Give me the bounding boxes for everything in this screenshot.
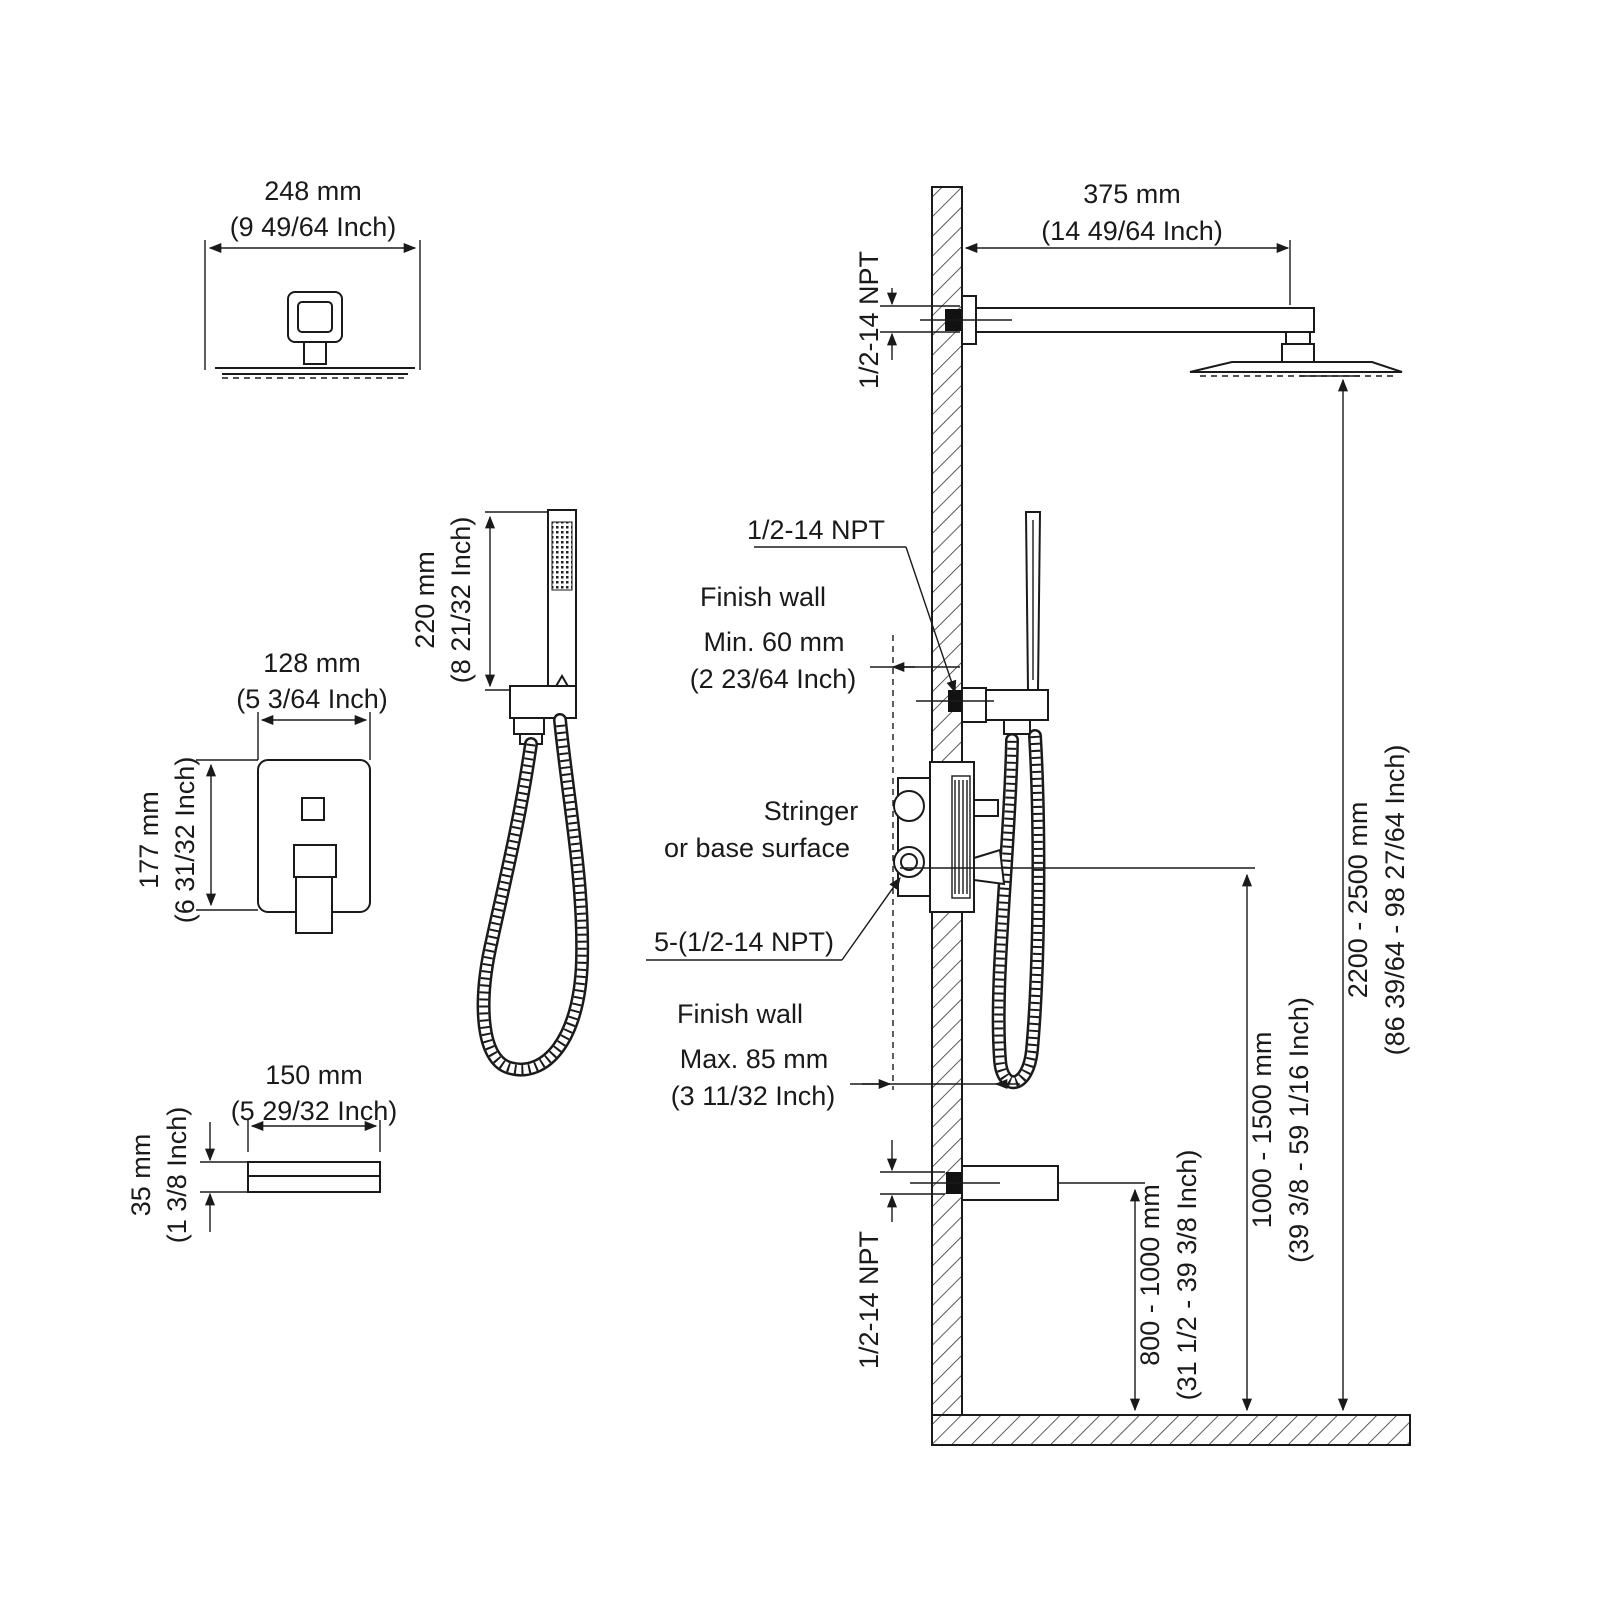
finish-wall-max-inch: (3 11/32 Inch) — [671, 1081, 836, 1111]
hand-shower-side-view: 220 mm (8 21/32 Inch) — [410, 509, 590, 1077]
npt-arm-label: 1/2-14 NPT — [854, 251, 884, 389]
valve-height-range-inch: (39 3/8 - 59 1/16 Inch) — [1284, 997, 1314, 1263]
shower-head-width-mm: 248 mm — [264, 176, 362, 206]
wall-outlet-and-hand-shower: 1/2-14 NPT Finish wall Min. 60 mm (2 23/… — [690, 511, 1049, 1089]
shower-head-height-range-inch: (86 39/64 - 98 27/64 Inch) — [1380, 745, 1410, 1056]
finish-wall-min-value: Min. 60 mm — [703, 627, 844, 657]
valve-trim-height-mm: 177 mm — [134, 791, 164, 889]
spout-length-mm: 150 mm — [265, 1060, 363, 1090]
npt-valve-label: 5-(1/2-14 NPT) — [654, 927, 834, 957]
finish-wall-min-inch: (2 23/64 Inch) — [690, 664, 857, 694]
hand-shower-length-inch: (8 21/32 Inch) — [446, 517, 476, 684]
shower-head-height-range-mm: 2200 - 2500 mm — [1343, 802, 1373, 999]
shower-head-front-view: 248 mm (9 49/64 Inch) — [204, 176, 421, 379]
shower-arm-length-inch: (14 49/64 Inch) — [1041, 216, 1223, 246]
stringer-label-line2: or base surface — [664, 833, 850, 863]
spout-height-inch: (1 3/8 Inch) — [162, 1107, 192, 1244]
finish-wall-max-title: Finish wall — [677, 999, 803, 1029]
npt-outlet-label: 1/2-14 NPT — [747, 515, 885, 545]
hand-shower-length-mm: 220 mm — [410, 551, 440, 649]
valve-trim-height-inch: (6 31/32 Inch) — [170, 757, 200, 924]
finish-wall-min-title: Finish wall — [700, 582, 826, 612]
spout-height-range-mm: 800 - 1000 mm — [1135, 1184, 1165, 1366]
shower-arm-length-mm: 375 mm — [1083, 179, 1181, 209]
height-dimensions: 800 - 1000 mm (31 1/2 - 39 3/8 Inch) 100… — [1129, 378, 1410, 1412]
valve-trim-front-view: 128 mm (5 3/64 Inch) 177 mm (6 31/32 Inc… — [134, 648, 388, 934]
valve-height-range-mm: 1000 - 1500 mm — [1247, 1032, 1277, 1229]
finish-wall-max-callout: Finish wall Max. 85 mm (3 11/32 Inch) — [671, 999, 1020, 1111]
shower-arm-assembly: 375 mm (14 49/64 Inch) 1/2-14 NPT — [854, 179, 1403, 389]
diverter-valve-body: Stringer or base surface 5-(1/2-14 NPT) — [646, 761, 1255, 961]
spout-length-inch: (5 29/32 Inch) — [231, 1096, 398, 1126]
spout-height-mm: 35 mm — [126, 1134, 156, 1217]
finish-wall-max-value: Max. 85 mm — [680, 1044, 829, 1074]
spout-height-range-inch: (31 1/2 - 39 3/8 Inch) — [1172, 1150, 1202, 1401]
valve-trim-width-mm: 128 mm — [263, 648, 361, 678]
tub-spout-side-view: 150 mm (5 29/32 Inch) 35 mm (1 3/8 Inch) — [126, 1060, 397, 1243]
valve-trim-width-inch: (5 3/64 Inch) — [236, 684, 388, 714]
wall-spout-assembly: 1/2-14 NPT — [854, 1140, 1145, 1369]
npt-spout-label: 1/2-14 NPT — [854, 1231, 884, 1369]
shower-head-width-inch: (9 49/64 Inch) — [230, 212, 397, 242]
stringer-label-line1: Stringer — [764, 796, 859, 826]
